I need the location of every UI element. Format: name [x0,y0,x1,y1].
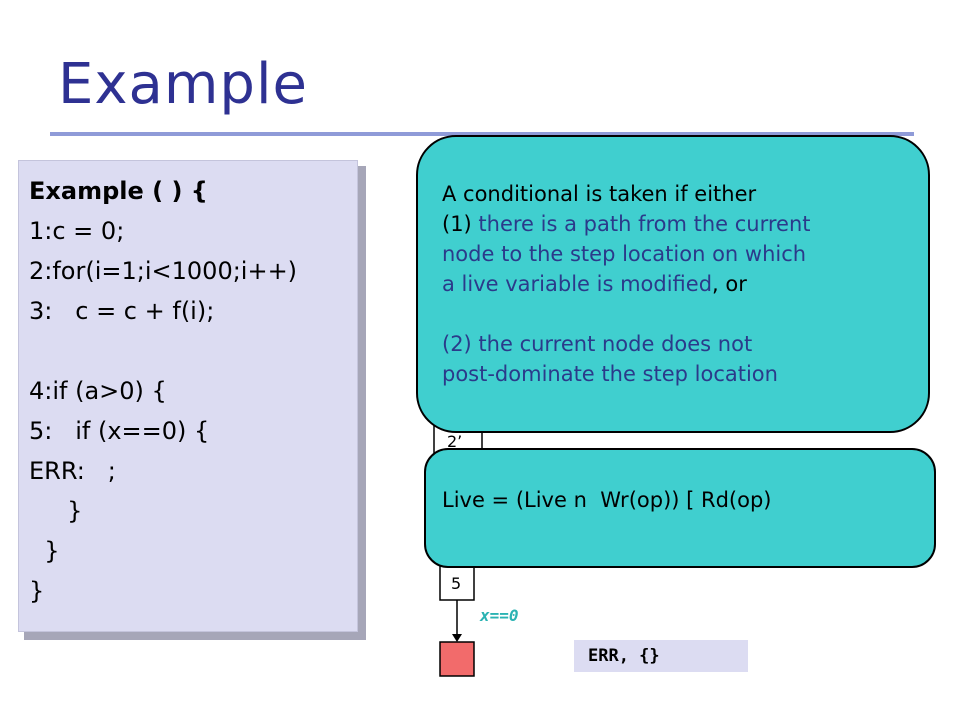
code-line: 1:c = 0; [29,217,125,245]
node-label-5: 5 [451,574,462,593]
callout-text: the current node does not [471,332,753,356]
edge-label: x==0 [480,606,519,625]
code-line: Example ( ) { [29,177,208,205]
callout-text: node to the step location on which [442,242,807,266]
callout-text: a live variable is modified [442,272,713,296]
code-line: 2:for(i=1;i<1000;i++) [29,257,298,285]
code-line: 5: if (x==0) { [29,417,210,445]
node-label-2prime: 2’ [447,432,463,451]
item-number: (1) [442,212,472,236]
conditional-callout: A conditional is taken if either (1) the… [416,135,930,433]
live-formula: Live = (Live n Wr(op)) [ Rd(op) [442,488,772,512]
callout-text: there is a path from the current [471,212,811,236]
code-line: } [29,537,60,565]
code-line: } [29,497,83,525]
callout-line: A conditional is taken if either [442,182,757,206]
arrowhead-icon [452,634,462,642]
callout-item-1: (1) there is a path from the current [442,209,928,239]
callout-gap [442,299,928,329]
title-rule [50,132,914,136]
code-line: 4:if (a>0) { [29,377,167,405]
live-callout: Live = (Live n Wr(op)) [ Rd(op) [424,448,936,568]
graph-node-err [439,641,475,677]
code-line: } [29,577,45,605]
code-box: Example ( ) { 1:c = 0; 2:for(i=1;i<1000;… [18,160,358,632]
callout-line: a live variable is modified, or [442,269,928,299]
code-line: 3: c = c + f(i); [29,297,215,325]
callout-item-2: (2) the current node does not [442,329,928,359]
slide-title: Example [58,52,308,117]
err-result-box: ERR, {} [574,640,748,672]
item-number: (2) [442,332,472,356]
code-line: ERR: ; [29,457,116,485]
callout-suffix: , or [712,272,747,296]
callout-text: post-dominate the step location [442,362,778,386]
